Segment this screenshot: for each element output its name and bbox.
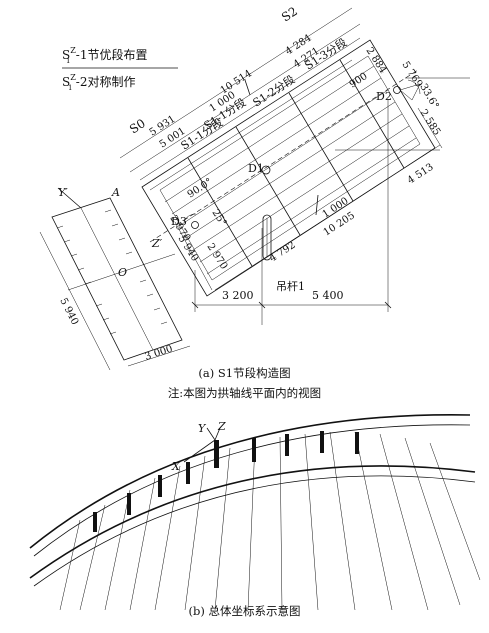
dimension-lines-bottom [174,100,441,325]
dim-4792: 4 792 [268,240,298,265]
point-d1-label: D1 [248,162,264,175]
point-d3-marker [191,221,199,229]
legend: SZ-1节优段布置 1 SZ-2对称制作 1 [62,46,178,92]
legend-top: SZ-1节优段布置 [62,46,148,62]
arch-perspective: Y Z X [29,414,481,611]
legend-top-sub: 1 [66,57,70,65]
dimension-lines-top [119,7,470,191]
caption-a: (a) S1节段构造图 [198,366,291,380]
point-d2-label: D2 [376,90,392,103]
hanger-fan [59,431,481,611]
dim-3200: 3 200 [222,289,254,302]
point-d1-marker [261,165,271,175]
arrow-up [315,194,319,216]
arch-outer-top [29,414,471,549]
segment-plan [119,7,470,325]
bracing-blocks [93,431,359,532]
hanger-label: 吊杆1 [276,279,305,293]
dim-4513: 4 513 [406,162,436,187]
dimension-ticks [191,301,392,309]
chord-lines [164,65,417,275]
caption-note: 注:本图为拱轴线平面内的视图 [167,386,322,400]
section-label-s2: S2 [279,4,300,24]
legend-bottom-sub: 1 [68,84,72,92]
segment-inner-outline [159,55,421,281]
right-bracket [399,83,421,101]
axis-z: Z [217,420,226,433]
angle-33-6: 33.6° [417,82,440,111]
axis-y-prime: Y′ [58,186,68,199]
origin-label: O [118,266,127,279]
axis-z-prime: Z′ [151,237,163,250]
local-center-line [80,207,154,351]
point-d2-marker [393,86,401,94]
arch-outer-bottom [29,465,476,579]
hanger-rod [262,214,272,261]
dim-5940b: 5 940 [57,296,80,327]
dim-3000: 3 000 [144,344,175,363]
dim-2585: 2 585 [417,108,442,138]
section-label-s0: S0 [127,116,148,136]
angle-arc [183,213,197,223]
segment-label-s1-2: S1-2分段 [250,72,297,109]
local-ticks [56,209,168,335]
dim-5400: 5 400 [312,289,344,302]
local-outline [51,197,183,361]
dim-2884: 2 884 [363,46,388,76]
angle-25: 25° [209,208,228,229]
point-a-label: A [111,186,120,199]
caption-b: (b) 总体坐标系示意图 [188,604,301,618]
point-d3-label: D3 [171,215,187,228]
center-axis [149,69,419,243]
legend-bottom: SZ-2对称制作 [62,73,136,89]
local-coordinate-panel: Y′ A Z′ O 5 940 3 000 [39,186,191,371]
axis-y: Y [198,422,207,435]
angle-90: 90.0° [186,176,215,200]
axis-x: X [171,460,181,473]
